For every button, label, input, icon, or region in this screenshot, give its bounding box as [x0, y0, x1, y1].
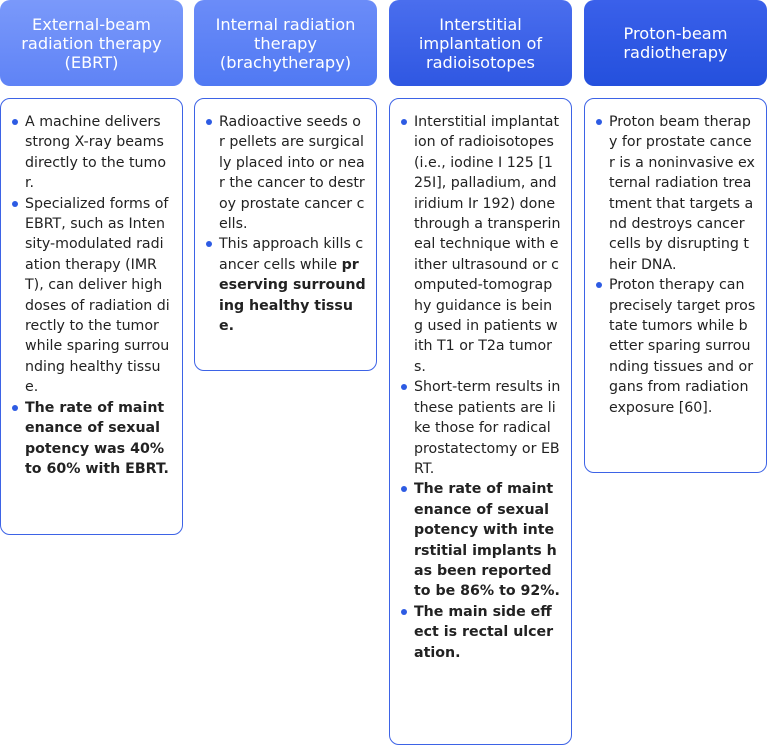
column-body-brachytherapy: Radioactive seeds or pellets are surgica…: [194, 98, 377, 371]
bullet-icon: [206, 119, 212, 125]
bold-emphasis: preserving surrounding healthy tissue.: [219, 256, 366, 335]
list-item: Radioactive seeds or pellets are surgica…: [203, 112, 366, 234]
list-item: Short-term results in these patients are…: [398, 377, 561, 479]
column-header-title: External-beam radiation therapy (EBRT): [21, 14, 162, 72]
bullet-icon: [401, 486, 407, 493]
list-item: Proton beam therapy for prostate cancer …: [593, 112, 756, 275]
list-item: This approach kills cancer cells while p…: [203, 234, 366, 336]
column-body-ebrt: A machine delivers strong X-ray beams di…: [0, 98, 183, 535]
bullet-list: Interstitial implantation of radioisotop…: [398, 112, 561, 663]
column-header-title: Proton-beam radiotherapy: [623, 24, 728, 62]
list-item: The rate of maintenance of sexual potenc…: [9, 398, 172, 480]
bullet-icon: [206, 241, 212, 248]
bullet-list: A machine delivers strong X-ray beams di…: [9, 112, 172, 479]
bullet-list: Radioactive seeds or pellets are surgica…: [203, 112, 366, 336]
bullet-icon: [596, 282, 602, 289]
list-item: The main side effect is rectal ulceratio…: [398, 602, 561, 663]
column-header-title: Interstitial implantation of radioisotop…: [418, 14, 543, 72]
bullet-list: Proton beam therapy for prostate cancer …: [593, 112, 756, 418]
list-item: A machine delivers strong X-ray beams di…: [9, 112, 172, 194]
list-item: The rate of maintenance of sexual potenc…: [398, 479, 561, 601]
bullet-icon: [12, 119, 18, 125]
column-header-proton: Proton-beam radiotherapy: [584, 0, 767, 86]
bullet-icon: [401, 608, 407, 615]
list-item: Specialized forms of EBRT, such as Inten…: [9, 194, 172, 398]
bullet-icon: [12, 404, 18, 411]
bullet-icon: [12, 200, 18, 207]
column-body-interstitial: Interstitial implantation of radioisotop…: [389, 98, 572, 745]
bullet-icon: [401, 119, 407, 125]
bullet-icon: [596, 119, 602, 125]
column-header-interstitial: Interstitial implantation of radioisotop…: [389, 0, 572, 86]
bullet-icon: [401, 384, 407, 391]
column-header-ebrt: External-beam radiation therapy (EBRT): [0, 0, 183, 86]
list-item: Proton therapy can precisely target pros…: [593, 275, 756, 418]
column-header-brachytherapy: Internal radiation therapy (brachytherap…: [194, 0, 377, 86]
column-body-proton: Proton beam therapy for prostate cancer …: [584, 98, 767, 473]
column-header-title: Internal radiation therapy (brachytherap…: [215, 14, 356, 72]
list-item: Interstitial implantation of radioisotop…: [398, 112, 561, 377]
